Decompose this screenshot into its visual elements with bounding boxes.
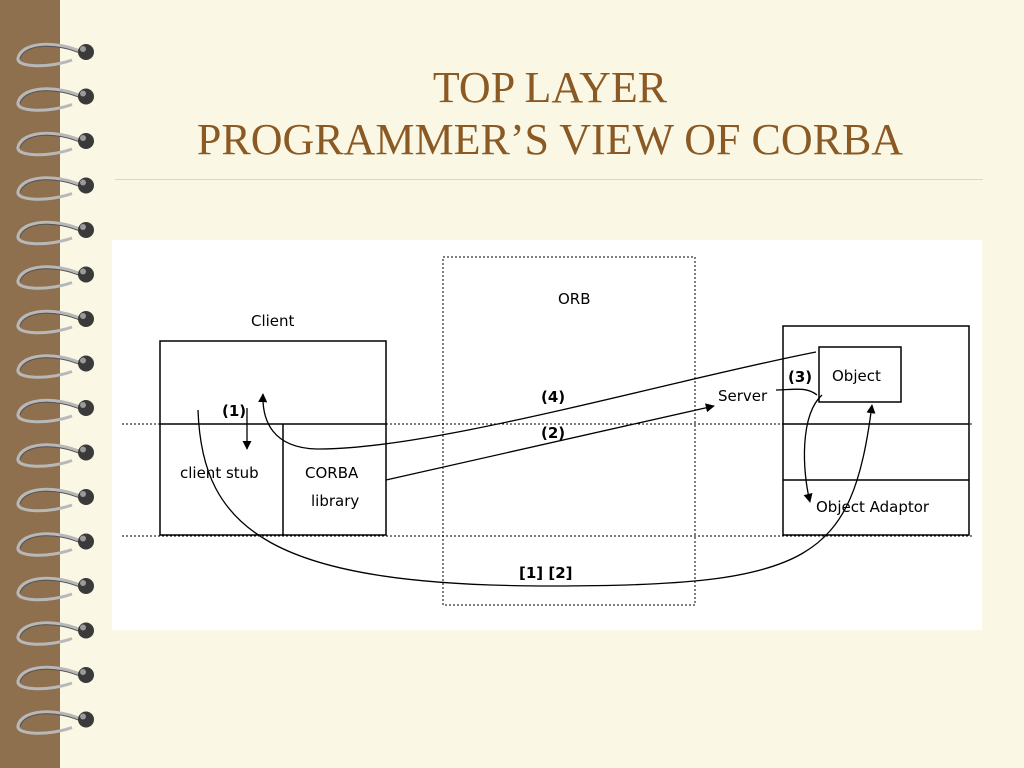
arrow-step-4 [258,351,817,450]
spiral-ring [16,220,94,246]
arrow-bracket-steps [197,404,876,587]
spiral-ring [16,131,94,157]
corba-library-line1: CORBA [305,464,359,482]
spiral-ring [16,176,94,201]
spiral-ring [16,443,94,468]
object-adaptor-label: Object Adaptor [816,498,930,516]
corba-diagram: ORB Client client stub CORBA library Obj… [112,240,982,630]
arrow-step-2 [385,403,715,481]
spiral-ring [16,576,94,602]
arrow-step-3 [775,388,818,396]
spiral-ring [16,42,94,68]
step-3-label: (3) [788,368,812,386]
spiral-ring [16,87,94,112]
spiral-ring [16,621,94,646]
object-box [818,346,902,403]
server-label: Server [718,387,768,405]
spiral-ring [16,487,94,513]
object-label: Object [832,367,881,385]
bracket-steps-label: [1] [2] [519,564,573,582]
slide-title: TOP LAYER PROGRAMMER’S VIEW OF CORBA [120,62,980,166]
orb-box [442,256,696,606]
step-4-label: (4) [541,388,565,406]
spiral-ring [16,665,94,691]
spiral-ring [16,532,94,557]
arrow-object-to-adaptor [803,394,823,503]
client-stub-label: client stub [180,464,259,482]
step-2-label: (2) [541,424,565,442]
spiral-ring [16,710,94,735]
client-label: Client [251,312,295,330]
step-1-label: (1) [222,402,246,420]
client-box [159,340,387,536]
spiral-ring [16,398,94,424]
corba-library-line2: library [311,492,359,510]
spiral-ring [16,354,94,379]
title-divider [115,179,983,180]
spiral-ring [16,309,94,335]
title-line-2: PROGRAMMER’S VIEW OF CORBA [196,115,904,164]
spiral-ring [16,265,94,290]
title-line-1: TOP LAYER [432,63,668,112]
spiral-rings [16,42,94,735]
server-box [782,325,970,536]
orb-label: ORB [558,290,591,308]
